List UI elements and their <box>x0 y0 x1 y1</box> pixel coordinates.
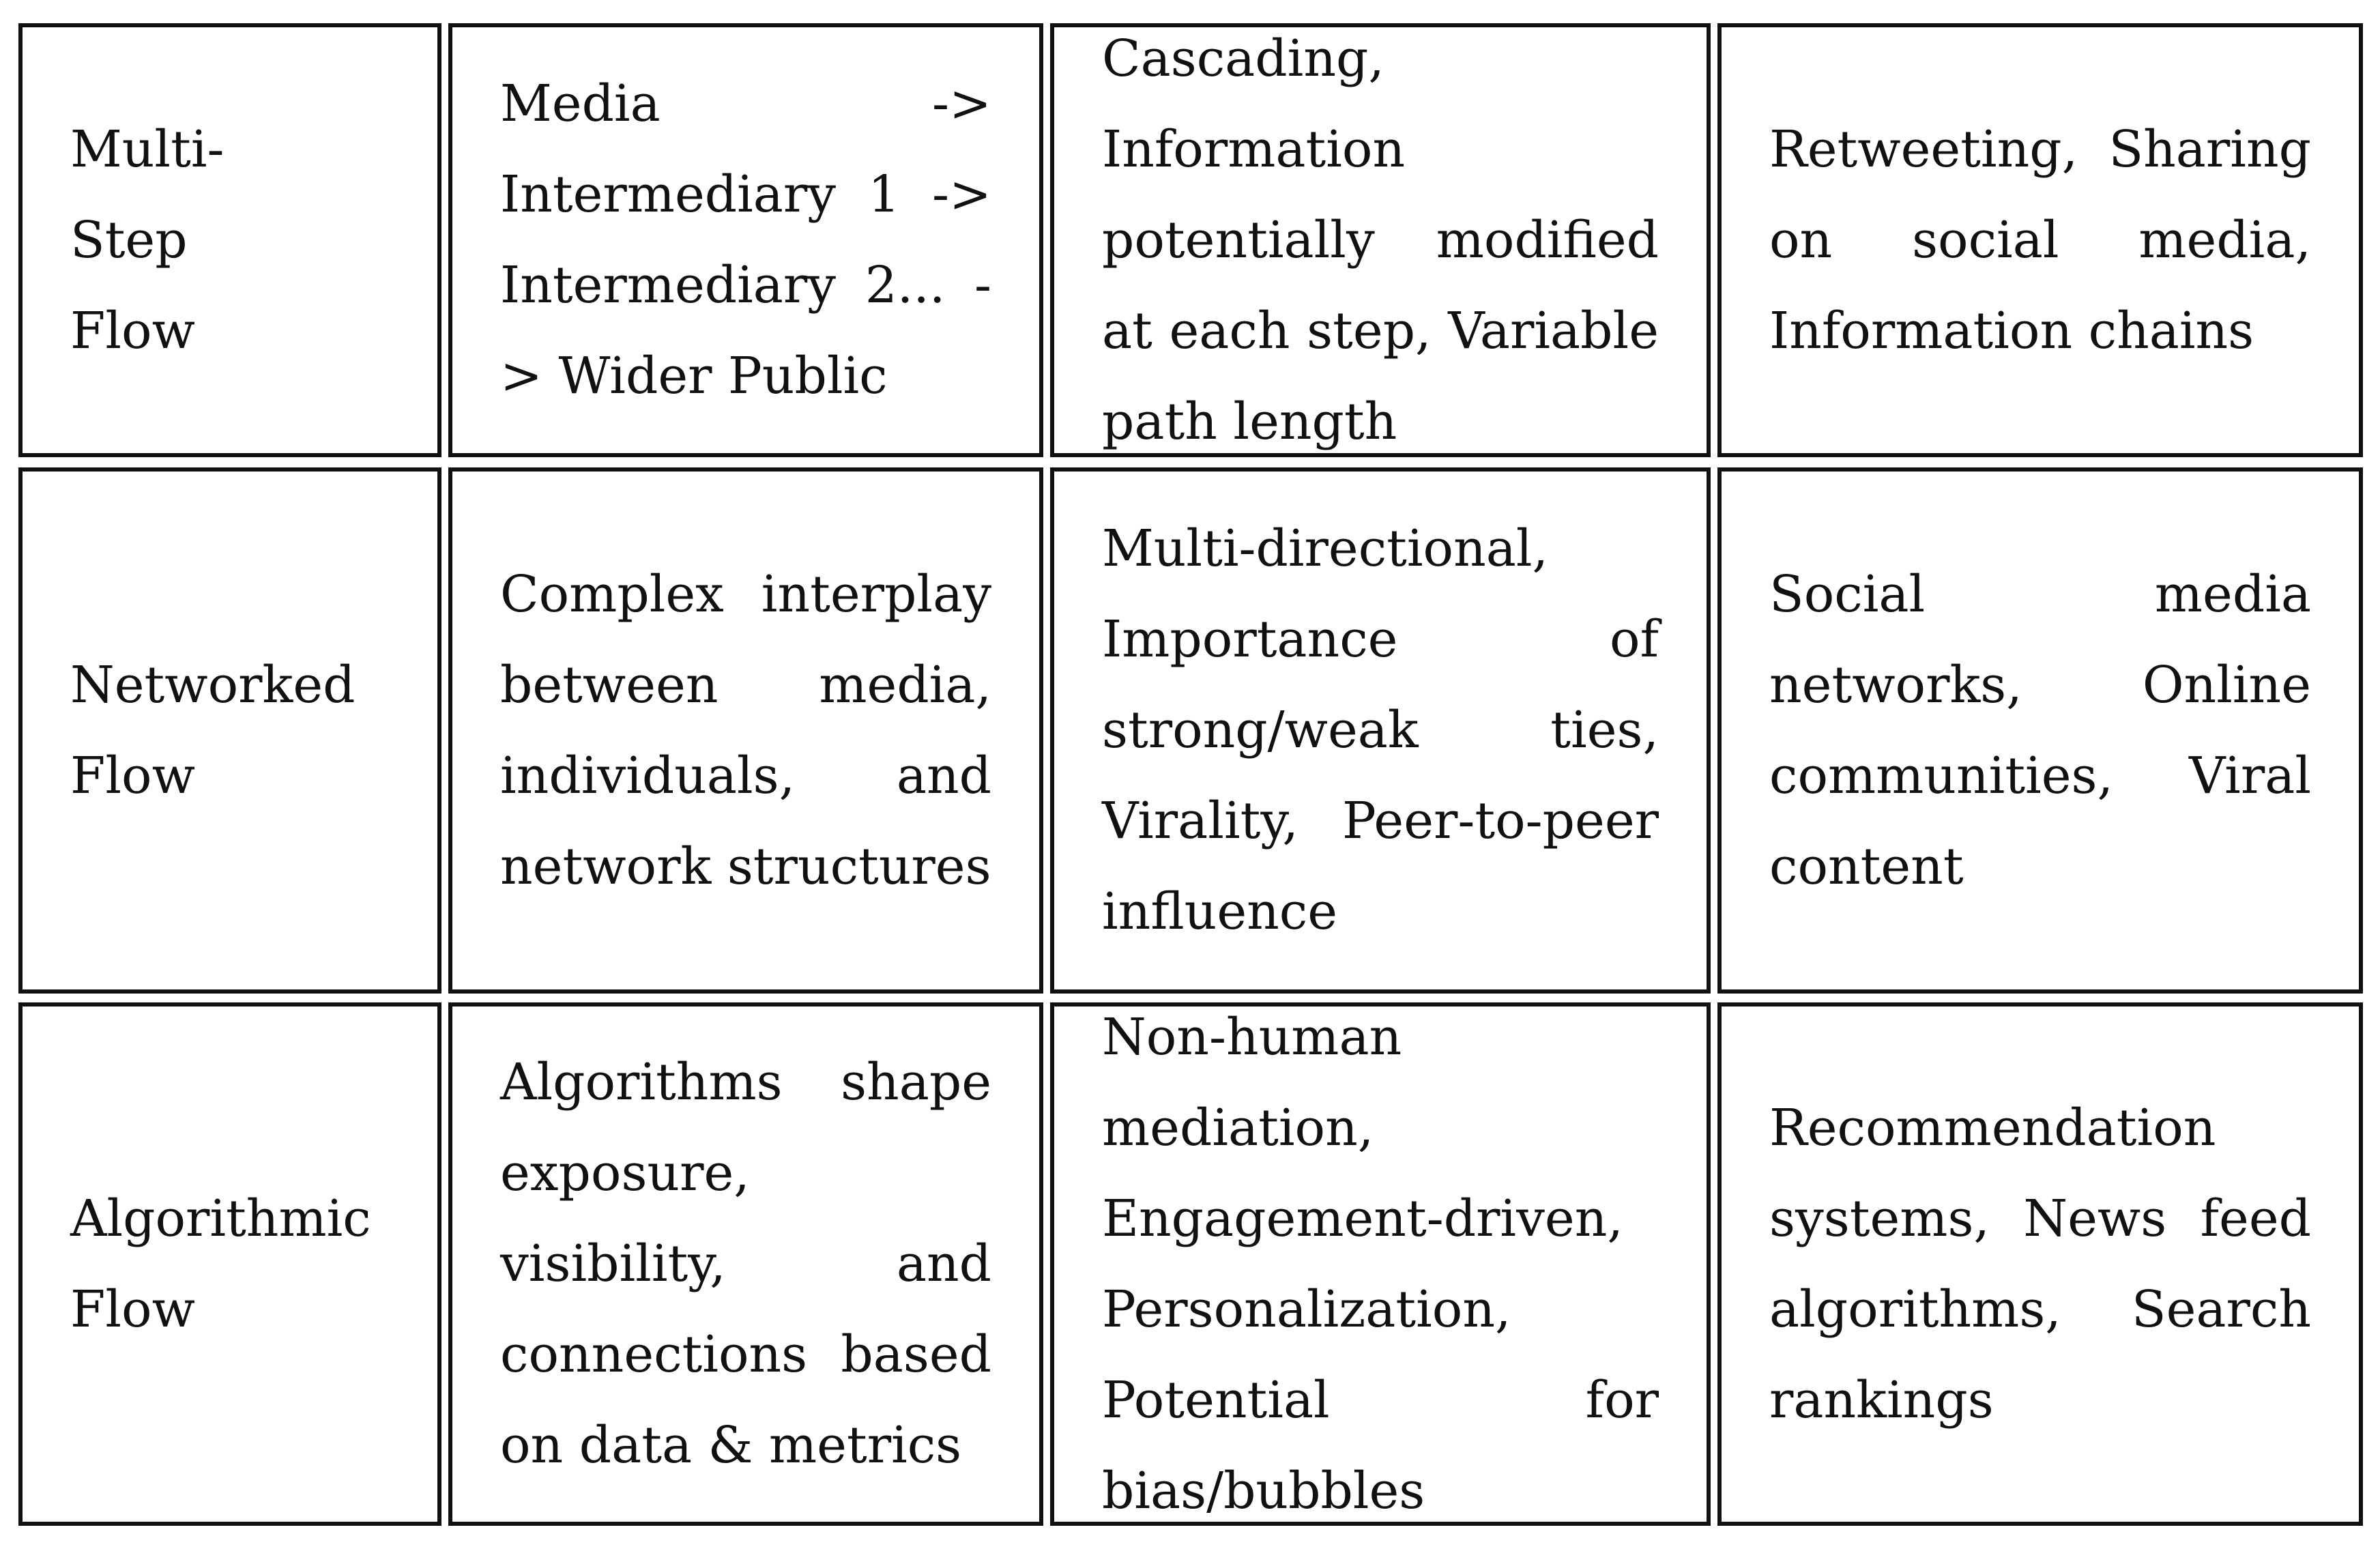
table-cell-description: Media -> Intermediary 1 -> Intermediary … <box>448 23 1043 457</box>
flow-examples: Social media networks, Online communitie… <box>1769 564 2311 896</box>
flow-type-label: Networked Flow <box>70 655 355 805</box>
table-cell-description: Algorithms shape exposure, visibility, a… <box>448 1002 1043 1526</box>
flow-type-label: Multi-Step Flow <box>70 119 224 360</box>
flow-characteristics: Multi-directional, Importance of strong/… <box>1102 519 1659 941</box>
flow-characteristics: Non-human mediation, Engagement-driven, … <box>1102 1007 1659 1520</box>
flow-description: Complex interplay between media, individ… <box>500 564 991 896</box>
flow-type-label: Algorithmic Flow <box>70 1189 371 1339</box>
table-cell-characteristics: Multi-directional, Importance of strong/… <box>1050 467 1711 994</box>
flow-description: Algorithms shape exposure, visibility, a… <box>500 1053 991 1475</box>
flow-characteristics: Cascading, Information potentially modif… <box>1102 29 1659 451</box>
flow-examples: Recommendation systems, News feed algori… <box>1769 1098 2311 1430</box>
flow-description: Media -> Intermediary 1 -> Intermediary … <box>500 74 991 405</box>
flow-examples: Retweeting, Sharing on social media, Inf… <box>1769 119 2311 360</box>
table-cell-examples: Recommendation systems, News feed algori… <box>1717 1002 2363 1526</box>
table-cell-characteristics: Cascading, Information potentially modif… <box>1050 23 1711 457</box>
table-cell-examples: Retweeting, Sharing on social media, Inf… <box>1717 23 2363 457</box>
table-cell-examples: Social media networks, Online communitie… <box>1717 467 2363 994</box>
table-cell-type: Algorithmic Flow <box>18 1002 441 1526</box>
table-cell-characteristics: Non-human mediation, Engagement-driven, … <box>1050 1002 1711 1526</box>
table-cell-type: Networked Flow <box>18 467 441 994</box>
table-cell-description: Complex interplay between media, individ… <box>448 467 1043 994</box>
table-cell-type: Multi-Step Flow <box>18 23 441 457</box>
